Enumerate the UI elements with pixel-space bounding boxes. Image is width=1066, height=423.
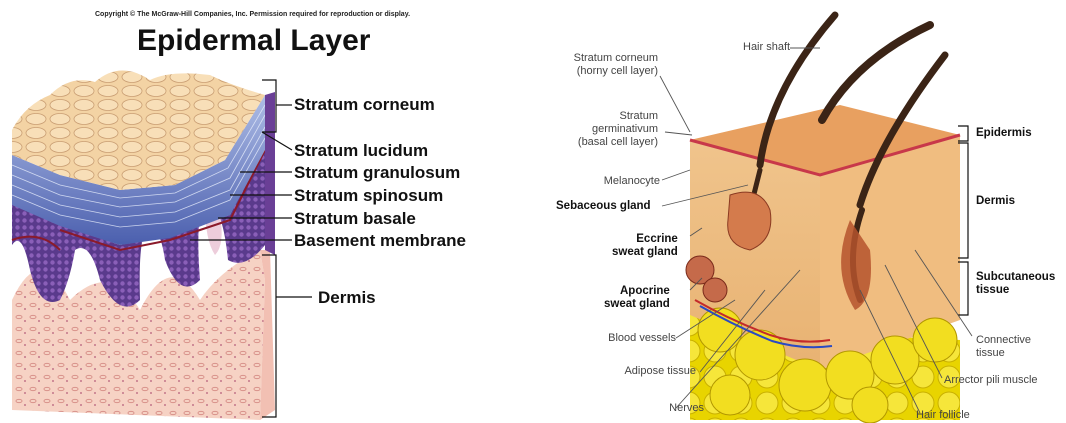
label-line: Subcutaneous (976, 271, 1055, 284)
label-adipose-tissue: Adipose tissue (624, 365, 696, 378)
label-line: sweat gland (604, 298, 670, 311)
label-dermis-right: Dermis (976, 195, 1015, 208)
skin-cross-section-illustration (686, 15, 960, 423)
label-arrector-pili-muscle: Arrector pili muscle (944, 374, 1038, 387)
label-stratum-basale: Stratum basale (294, 209, 416, 229)
epidermis-block-illustration (12, 70, 275, 420)
label-sebaceous-gland: Sebaceous gland (556, 200, 651, 213)
label-line: tissue (976, 347, 1031, 360)
label-line: Stratum corneum (574, 52, 658, 65)
label-stratum-germinativum: Stratum germinativum (basal cell layer) (578, 110, 658, 149)
label-line: Stratum (578, 110, 658, 123)
label-epidermis: Epidermis (976, 127, 1032, 140)
label-melanocyte: Melanocyte (604, 175, 660, 188)
label-dermis-left: Dermis (318, 288, 376, 308)
label-basement-membrane: Basement membrane (294, 231, 466, 251)
label-line: sweat gland (612, 246, 678, 259)
label-line: (basal cell layer) (578, 136, 658, 149)
label-blood-vessels: Blood vessels (608, 332, 676, 345)
label-line: Apocrine (604, 285, 670, 298)
label-line: Eccrine (612, 233, 678, 246)
label-line: (horny cell layer) (574, 65, 658, 78)
label-eccrine-sweat-gland: Eccrine sweat gland (612, 233, 678, 259)
label-stratum-corneum: Stratum corneum (294, 95, 435, 115)
label-connective-tissue: Connective tissue (976, 334, 1031, 360)
copyright-notice: Copyright © The McGraw-Hill Companies, I… (95, 11, 410, 18)
label-stratum-granulosum: Stratum granulosum (294, 163, 460, 183)
label-apocrine-sweat-gland: Apocrine sweat gland (604, 285, 670, 311)
label-nerves: Nerves (669, 402, 704, 415)
label-hair-follicle: Hair follicle (916, 409, 970, 422)
label-stratum-lucidum: Stratum lucidum (294, 141, 428, 161)
label-subcutaneous-tissue: Subcutaneous tissue (976, 271, 1055, 297)
label-stratum-spinosum: Stratum spinosum (294, 186, 443, 206)
label-line: tissue (976, 284, 1055, 297)
label-line: germinativum (578, 123, 658, 136)
label-hair-shaft: Hair shaft (743, 41, 790, 54)
diagram-title: Epidermal Layer (137, 24, 370, 58)
label-stratum-corneum-horny: Stratum corneum (horny cell layer) (574, 52, 658, 78)
label-line: Connective (976, 334, 1031, 347)
